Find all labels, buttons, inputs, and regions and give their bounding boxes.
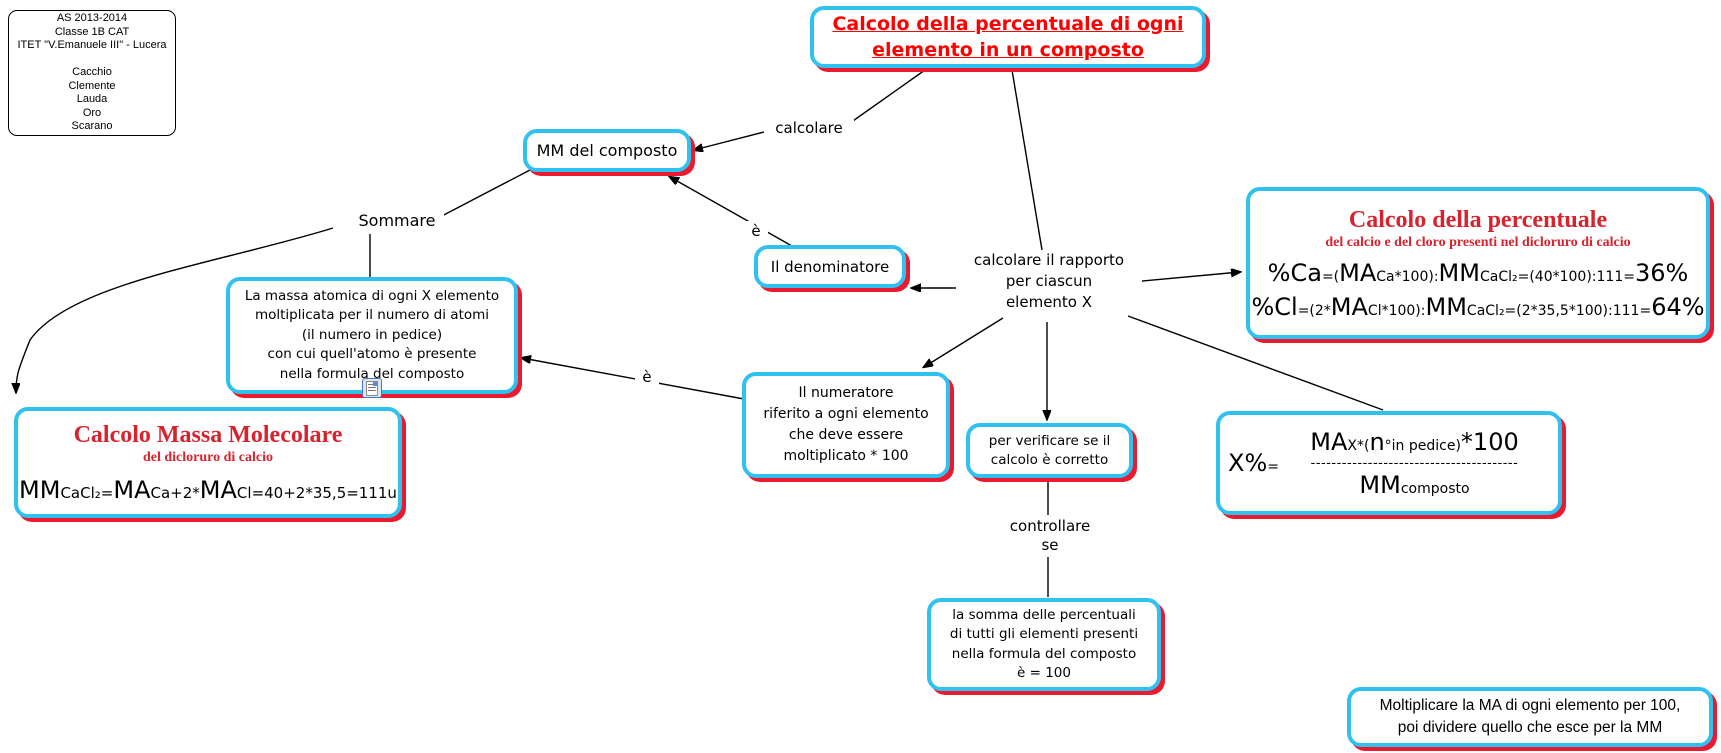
node-calcolo-massa-molecolare[interactable]: Calcolo Massa Molecolare del dicloruro d… (14, 407, 402, 518)
node-label: calcolo è corretto (990, 451, 1109, 468)
credits-line: AS 2013-2014 (56, 12, 128, 25)
massa-box-subtitle: del dicloruro di calcio (142, 450, 273, 465)
node-verificare[interactable]: per verificare se il calcolo è corretto (966, 423, 1133, 478)
label-rapporto[interactable]: calcolare il rapporto per ciascun elemen… (956, 250, 1142, 313)
node-label: di tutti gli elementi presenti (949, 626, 1139, 642)
label-calcolare[interactable]: calcolare (764, 118, 854, 138)
credits-line: Cacchio (72, 66, 112, 79)
node-label: è = 100 (1017, 665, 1071, 681)
percent-box-title: Calcolo della percentuale (1348, 206, 1608, 233)
node-label: per verificare se il (988, 432, 1111, 449)
connector-denominatore-to-mm (670, 177, 793, 247)
node-denominatore[interactable]: Il denominatore (754, 245, 906, 288)
node-label: nella formula del composto (951, 645, 1137, 662)
label-sommare[interactable]: Sommare (350, 211, 444, 231)
node-label: Il denominatore (770, 257, 890, 276)
xpercent-lhs: X%= (1228, 449, 1279, 477)
node-label: Il numeratore (798, 385, 894, 401)
label-controllare-se[interactable]: controllare se (996, 517, 1104, 555)
attached-resource-icon[interactable] (362, 378, 382, 398)
title-line: Calcolo della percentuale di ogni (832, 13, 1184, 35)
node-label: la somma delle percentuali (952, 606, 1136, 623)
connector-rapporto-to-numeratore (924, 317, 1004, 367)
title-line: elemento in un composto (872, 39, 1144, 61)
node-label: con cui quell'atomo è presente (267, 346, 477, 363)
label-e-numeratore[interactable]: è (635, 367, 659, 387)
credits-box[interactable]: AS 2013-2014 Classe 1B CAT ITET "V.Emanu… (8, 10, 176, 136)
connector-rapporto-to-percentuale (1131, 272, 1240, 283)
node-mm-composto[interactable]: MM del composto (523, 129, 691, 172)
credits-line: Clemente (68, 79, 116, 92)
node-somma-percentuali[interactable]: la somma delle percentuali di tutti gli … (927, 598, 1161, 691)
node-label: moltiplicata per il numero di atomi (254, 307, 490, 324)
massa-box-title: Calcolo Massa Molecolare (73, 422, 343, 448)
credits-line: Scarano (71, 120, 113, 133)
credits-line: Lauda (76, 93, 108, 106)
connector-calcolare-to-mm (694, 130, 769, 150)
label-line: elemento X (1005, 293, 1093, 311)
credits-line: Oro (82, 106, 102, 119)
label-line: controllare (1009, 517, 1091, 535)
node-label: MM del composto (536, 141, 678, 160)
credits-line: Classe 1B CAT (54, 25, 130, 38)
label-line: per ciascun (1005, 272, 1093, 290)
node-label: nella formula del composto (279, 365, 465, 382)
node-label: La massa atomica di ogni X elemento (244, 287, 500, 304)
label-line: calcolare il rapporto (973, 251, 1125, 269)
label-e-denominatore[interactable]: è (744, 221, 768, 241)
connector-numeratore-to-massa-atomica (522, 358, 745, 400)
node-label: (il numero in pedice) (301, 326, 443, 343)
fraction-bar: ---------------------------------------- (1310, 455, 1519, 471)
label-line: se (1041, 536, 1059, 554)
document-page-icon (366, 380, 378, 396)
connector-title-to-rapporto (1011, 69, 1043, 251)
node-label: che deve essere (788, 427, 904, 443)
title-node[interactable]: Calcolo della percentuale di ogni elemen… (810, 6, 1206, 68)
node-label: riferito a ogni elemento (763, 406, 929, 422)
connector-title-to-calcolare (849, 69, 926, 124)
node-moltiplicare[interactable]: Moltiplicare la MA di ogni elemento per … (1347, 687, 1713, 747)
percent-box-subtitle: del calcio e del cloro presenti nel dicl… (1325, 234, 1631, 250)
node-label: moltiplicato * 100 (783, 448, 909, 464)
connector-mm-to-sommare (437, 169, 531, 219)
connector-rapporto-to-formula (1127, 315, 1384, 411)
node-label: poi dividere quello che esce per la MM (1397, 719, 1663, 736)
node-numeratore[interactable]: Il numeratore riferito a ogni elemento c… (742, 372, 950, 478)
connector-sommare-to-calcolo-massa (16, 227, 334, 392)
node-label: Moltiplicare la MA di ogni elemento per … (1379, 697, 1681, 714)
credits-line: ITET "V.Emanuele III" - Lucera (17, 39, 167, 52)
node-massa-atomica[interactable]: La massa atomica di ogni X elemento molt… (226, 277, 518, 394)
node-calcolo-percentuale[interactable]: Calcolo della percentuale del calcio e d… (1246, 187, 1710, 339)
